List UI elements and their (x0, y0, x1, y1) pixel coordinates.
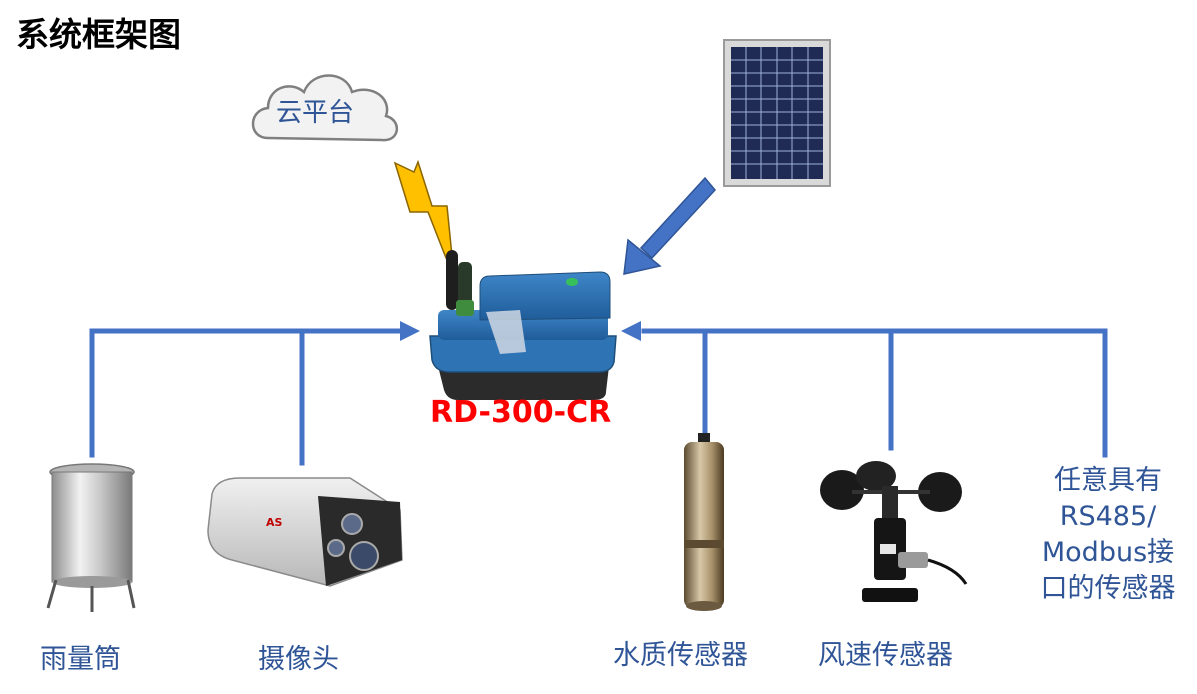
rain-gauge-image (46, 463, 136, 612)
solar-panel-image (723, 39, 831, 187)
any-sensor-line-2: RS485/ (1059, 501, 1157, 532)
camera-label: 摄像头 (258, 644, 339, 675)
water-quality-probe-image (684, 433, 724, 611)
device-model-label: RD-300-CR (430, 395, 612, 430)
any-rs485-modbus-sensor-label: 任意具有 RS485/ Modbus接 口的传感器 (1018, 463, 1197, 607)
cloud-platform-label: 云平台 (276, 98, 355, 128)
left-bus (89, 328, 405, 466)
signal-lightning-icon (393, 159, 453, 259)
page-title: 系统框架图 (16, 15, 181, 54)
solar-power-arrow (623, 176, 716, 275)
wind-speed-sensor-label: 风速传感器 (818, 640, 953, 671)
any-sensor-line-1: 任意具有 (1054, 465, 1162, 496)
right-bus (641, 328, 1108, 458)
any-sensor-line-4: 口的传感器 (1040, 573, 1176, 604)
cloud-shape (251, 74, 398, 142)
rain-gauge-label: 雨量筒 (40, 644, 121, 675)
rain-gauge-connector (89, 328, 405, 458)
any-sensor-connector (641, 328, 1108, 458)
right-bus-arrowhead (621, 321, 641, 341)
svg-text:AS: AS (266, 516, 283, 529)
anemometer-image (820, 461, 968, 602)
any-sensor-line-3: Modbus接 (1041, 537, 1175, 568)
left-bus-arrowhead (400, 321, 420, 341)
camera-image: AS (207, 477, 403, 587)
rtu-device-image (429, 250, 617, 400)
water-quality-sensor-label: 水质传感器 (613, 640, 748, 671)
